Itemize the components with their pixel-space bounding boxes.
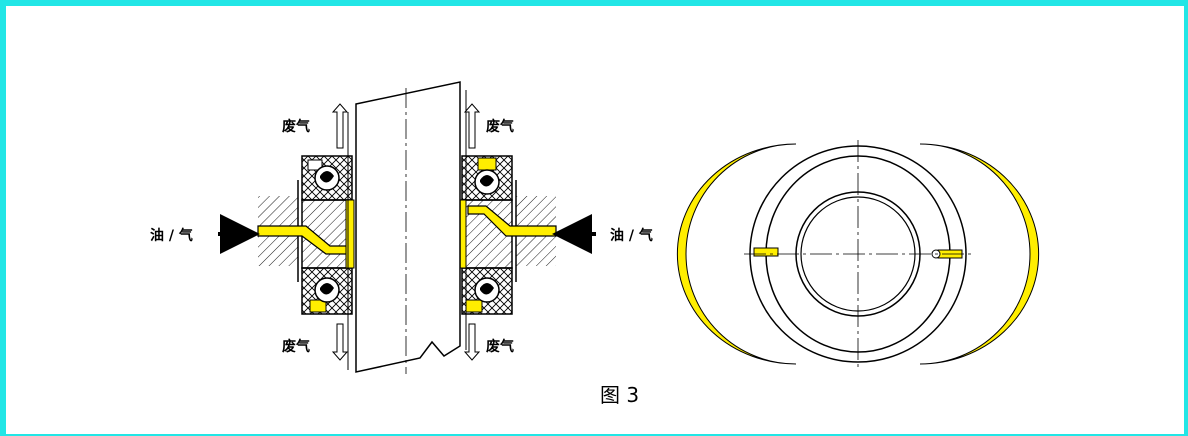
ring-top-view (676, 140, 1040, 368)
oil-channel-right (457, 199, 557, 269)
shaft (347, 81, 467, 374)
label-exhaust-bottom-right: 废气 (486, 338, 514, 355)
exhaust-arrow-bottom-left (331, 323, 349, 361)
label-oil-air-left: 油 / 气 (150, 227, 193, 244)
bearing-top-left (301, 155, 353, 201)
label-exhaust-top-left: 废气 (282, 118, 310, 135)
exhaust-arrow-top-right (463, 103, 481, 149)
bearing-bottom-left (301, 267, 353, 315)
exhaust-arrow-top-left (331, 103, 349, 149)
label-exhaust-top-right: 废气 (486, 118, 514, 135)
label-oil-air-right: 油 / 气 (610, 227, 653, 244)
exhaust-arrow-bottom-right (463, 323, 481, 361)
label-exhaust-bottom-left: 废气 (282, 338, 310, 355)
bearing-bottom-right (461, 267, 513, 315)
bearing-top-right (461, 155, 513, 201)
figure-caption: 图 3 (600, 383, 639, 407)
